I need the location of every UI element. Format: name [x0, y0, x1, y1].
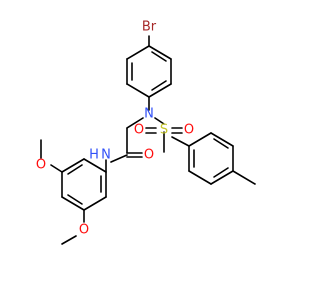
bond — [110, 154, 128, 163]
double-bond-inner — [213, 167, 229, 178]
bond — [210, 170, 234, 185]
bond — [126, 117, 144, 129]
bond — [50, 164, 63, 173]
bond — [188, 132, 212, 147]
bond — [126, 83, 150, 98]
double-bond-inner — [151, 51, 167, 62]
atom-oxygen-methoxy-upper: O — [36, 158, 46, 173]
atom-sulfur: S — [160, 123, 168, 138]
tolyl-ring — [188, 132, 234, 185]
bromophenyl-ring — [126, 45, 172, 98]
double-bond-inner — [67, 194, 83, 205]
bond — [148, 45, 172, 60]
atom-nitrogen-sulfonamide: N — [144, 107, 154, 122]
bond — [232, 170, 256, 185]
bond — [188, 170, 212, 185]
bond — [126, 45, 150, 60]
double-bond-inner — [67, 164, 83, 175]
double-bond-inner — [213, 138, 229, 149]
bond — [210, 132, 234, 147]
bond — [61, 235, 77, 245]
bond — [171, 136, 190, 147]
atom-nitrogen-amide: N — [101, 148, 111, 163]
bond — [61, 158, 85, 173]
molecule-structure-diagram: Br N S O O O N H O O — [36, 20, 256, 245]
atom-hydrogen-amide: H — [89, 148, 99, 163]
bond — [148, 83, 172, 98]
atom-oxygen-carbonyl: O — [144, 148, 154, 163]
double-bond-inner — [151, 80, 167, 91]
dimethoxyphenyl-ring — [61, 158, 107, 211]
atom-oxygen-sulfonyl-left: O — [134, 123, 144, 138]
atom-bromine: Br — [142, 20, 157, 35]
bond — [154, 117, 165, 125]
bond — [61, 196, 85, 211]
atom-oxygen-sulfonyl-right: O — [184, 123, 194, 138]
atom-oxygen-methoxy-lower: O — [79, 223, 89, 238]
bond — [83, 158, 107, 173]
bond — [83, 196, 107, 211]
